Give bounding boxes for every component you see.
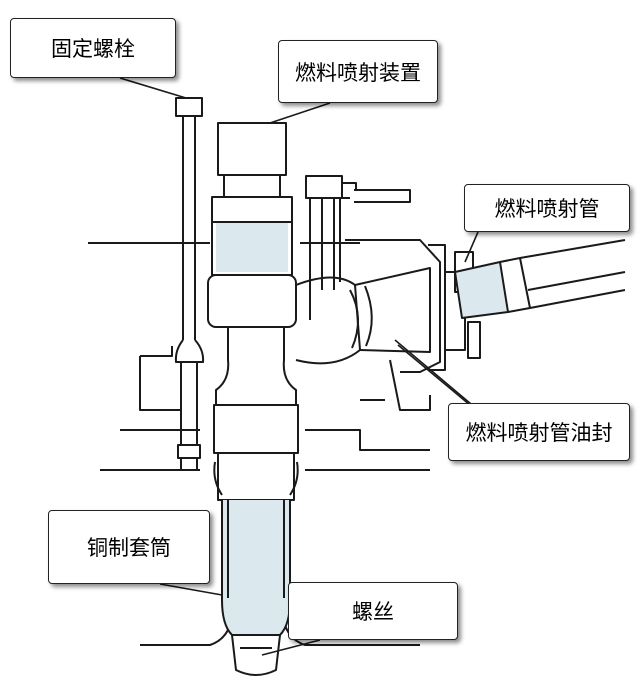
callout-fixing-bolt: 固定螺栓 (10, 18, 176, 78)
callout-pipe-oil-seal: 燃料喷射管油封 (448, 403, 630, 461)
callout-injection-pipe: 燃料喷射管 (464, 184, 630, 232)
cylinder-head (88, 242, 431, 646)
copper-sleeve (221, 500, 291, 676)
callout-thread: 螺丝 (288, 582, 458, 640)
injector-body (207, 122, 299, 501)
injection-pipe (454, 239, 626, 319)
callout-copper-sleeve: 铜制套筒 (48, 510, 210, 584)
return-line (305, 175, 411, 320)
callout-injector: 燃料喷射装置 (278, 40, 438, 103)
pipe-connector (295, 239, 481, 373)
fixing-bolt (174, 97, 205, 470)
